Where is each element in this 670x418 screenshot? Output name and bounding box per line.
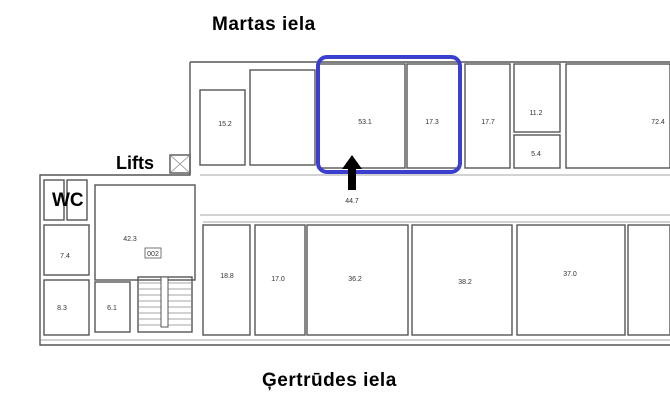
lift-shaft-icon — [169, 154, 191, 174]
room-top-8 — [565, 63, 670, 169]
room-area: 36.2 — [348, 276, 362, 283]
room-top-7 — [513, 134, 561, 169]
room-bottom-6 — [627, 224, 670, 336]
room-left-2 — [43, 224, 90, 276]
room-top-2 — [249, 69, 316, 166]
outer-wall — [39, 61, 670, 346]
room-area: 44.7 — [345, 198, 359, 205]
room-area: 37.0 — [563, 271, 577, 278]
room-area: 6.1 — [107, 305, 117, 312]
wc-stall-2 — [66, 179, 88, 221]
room-left-3 — [43, 279, 90, 336]
room-top-4 — [406, 63, 461, 169]
stairs — [137, 276, 193, 333]
room-bottom-1 — [202, 224, 251, 336]
room-left-4 — [94, 281, 131, 333]
room-bottom-2 — [254, 224, 306, 336]
room-area: 38.2 — [458, 279, 472, 286]
room-top-6 — [513, 63, 561, 133]
room-top-1 — [199, 89, 246, 166]
room-bottom-3 — [306, 224, 409, 336]
room-area: 15.2 — [218, 121, 232, 128]
street-label-south: Ģertrūdes iela — [262, 370, 397, 391]
room-left-hall — [94, 184, 196, 281]
wc-stall-1 — [43, 179, 65, 221]
room-bottom-4 — [411, 224, 513, 336]
room-area: 8.3 — [57, 305, 67, 312]
room-area: 17.3 — [425, 119, 439, 126]
section-box — [144, 247, 162, 259]
room-bottom-5 — [516, 224, 626, 336]
wc-label: WC — [52, 190, 84, 211]
corridor-walls — [40, 174, 670, 341]
lifts-label: Lifts — [116, 153, 154, 173]
room-area: 17.7 — [481, 119, 495, 126]
room-area: 18.8 — [220, 273, 234, 280]
room-top-5 — [464, 63, 511, 169]
room-area: 42.3 — [123, 236, 137, 243]
room-area: 53.1 — [358, 119, 372, 126]
street-label-north: Martas iela — [212, 14, 316, 35]
section-label: 002 — [147, 251, 159, 258]
room-area: 17.0 — [271, 276, 285, 283]
arrow-up-icon — [342, 155, 362, 190]
room-top-3 — [317, 63, 406, 169]
room-area: 11.2 — [529, 110, 542, 117]
room-area: 5.4 — [531, 151, 541, 158]
highlighted-room-outline — [316, 55, 462, 174]
room-area: 72.4 — [651, 119, 665, 126]
room-area: 7.4 — [60, 253, 70, 260]
